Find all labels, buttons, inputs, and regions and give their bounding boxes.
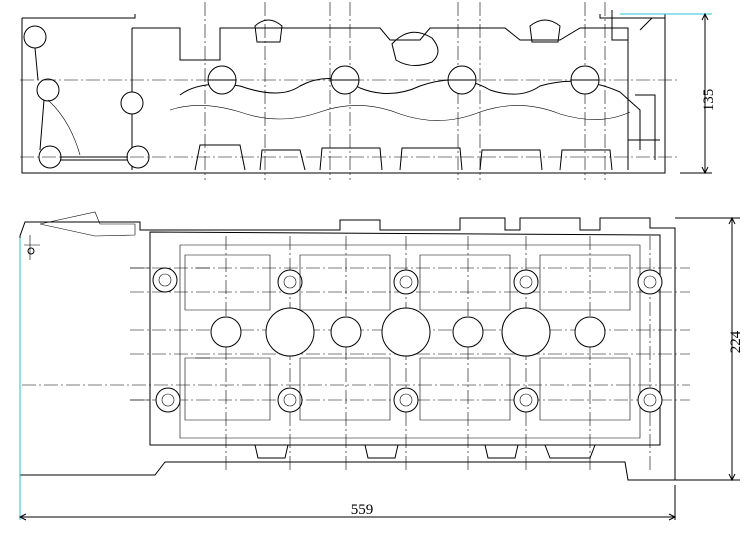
bolt-bosses-bottom bbox=[155, 387, 663, 413]
top-view: 135 bbox=[20, 2, 717, 180]
dimension-559-label: 559 bbox=[351, 502, 374, 518]
bottom-view: 224 559 bbox=[18, 211, 744, 521]
dimension-224-label: 224 bbox=[728, 330, 744, 353]
dimension-135-label: 135 bbox=[701, 89, 717, 112]
left-piping bbox=[23, 25, 150, 169]
port-circles bbox=[210, 307, 606, 357]
bolt-bosses-top bbox=[152, 267, 663, 295]
